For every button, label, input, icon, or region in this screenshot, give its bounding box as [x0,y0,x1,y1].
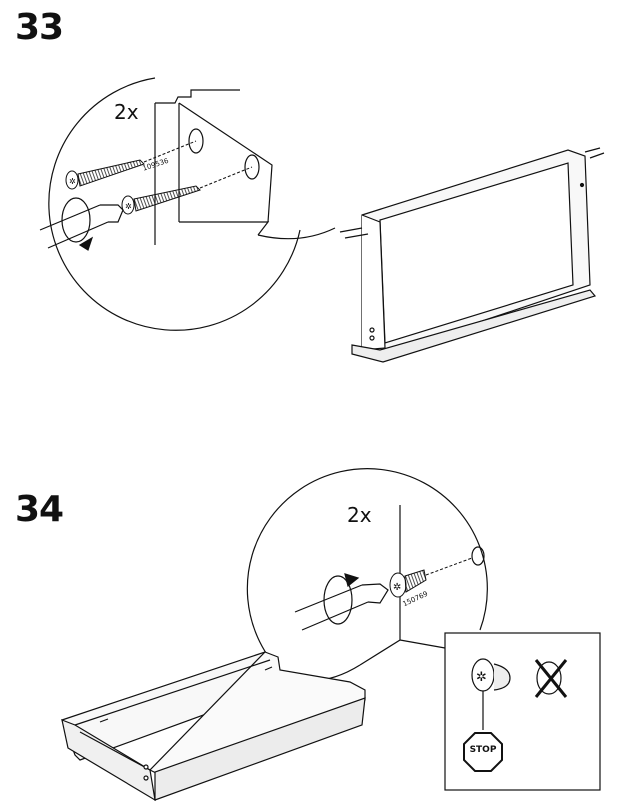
step-34-cam-screw: ✲ [389,557,473,598]
svg-text:✲: ✲ [476,670,487,685]
step-33-screws: ✲ ✲ [65,140,253,215]
step-33-number: 33 [15,7,64,48]
step-34-number: 34 [15,489,64,530]
svg-text:✲: ✲ [125,202,132,211]
step-34-screwdriver [294,573,389,631]
step-34-detail-circle [246,468,488,682]
svg-text:✲: ✲ [69,177,76,186]
step-33-quantity-label: 2x [114,100,139,124]
step-33-detail-circle [48,77,336,331]
step-34-warning-box: ✲ [444,632,601,791]
step-34-drawer-box [61,651,366,802]
step-33-drawer-frame [339,147,605,363]
step-34-quantity-label: 2x [347,503,372,527]
step-33-screwdriver [39,197,124,251]
svg-text:✲: ✲ [393,582,401,593]
step-34-stop-label: STOP [469,745,497,755]
